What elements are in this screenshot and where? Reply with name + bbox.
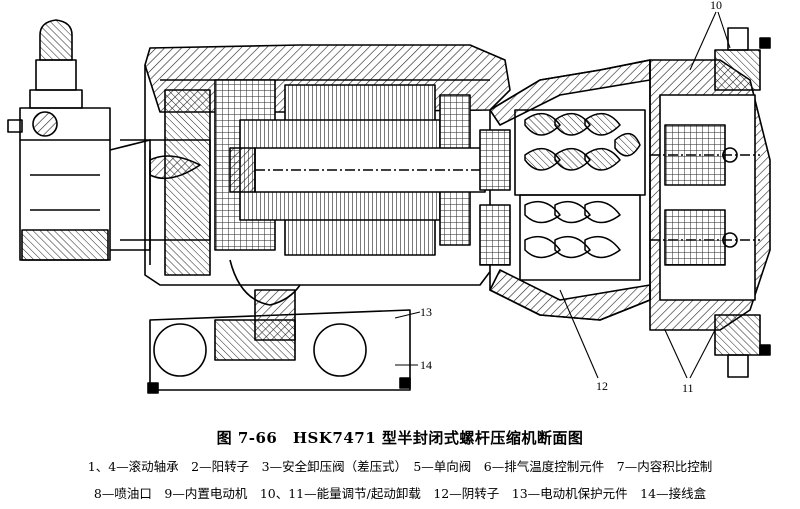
legend-line-2: 8—喷油口 9—内置电动机 10、11—能量调节/起动卸载 12—阴转子 13—… <box>93 486 707 501</box>
compressor-housing <box>479 59 651 321</box>
compressor-cross-section-drawing: 10 11 12 13 14 <box>7 0 771 395</box>
legend-line-1: 1、4—滚动轴承 2—阳转子 3—安全卸压阀（差压式） 5—单向阀 6—排气温度… <box>87 459 713 474</box>
female-rotor <box>524 200 621 259</box>
built-in-motor <box>214 79 486 256</box>
callout-label-13: 13 <box>420 305 432 319</box>
callout-label-14: 14 <box>420 358 432 372</box>
discharge-end-cover <box>649 59 771 331</box>
suction-valve-assembly <box>7 19 151 261</box>
male-rotor <box>524 112 641 171</box>
figure-caption: 图 7-66 HSK7471 型半封闭式螺杆压缩机断面图 <box>216 429 584 447</box>
solenoid-valve-bottom <box>714 314 771 378</box>
callout-label-11: 11 <box>682 381 694 395</box>
solenoid-valve-top <box>714 27 771 91</box>
callout-leaders <box>394 11 731 379</box>
callout-label-12: 12 <box>596 379 608 393</box>
terminal-box <box>147 259 411 394</box>
callout-label-10: 10 <box>710 0 722 12</box>
